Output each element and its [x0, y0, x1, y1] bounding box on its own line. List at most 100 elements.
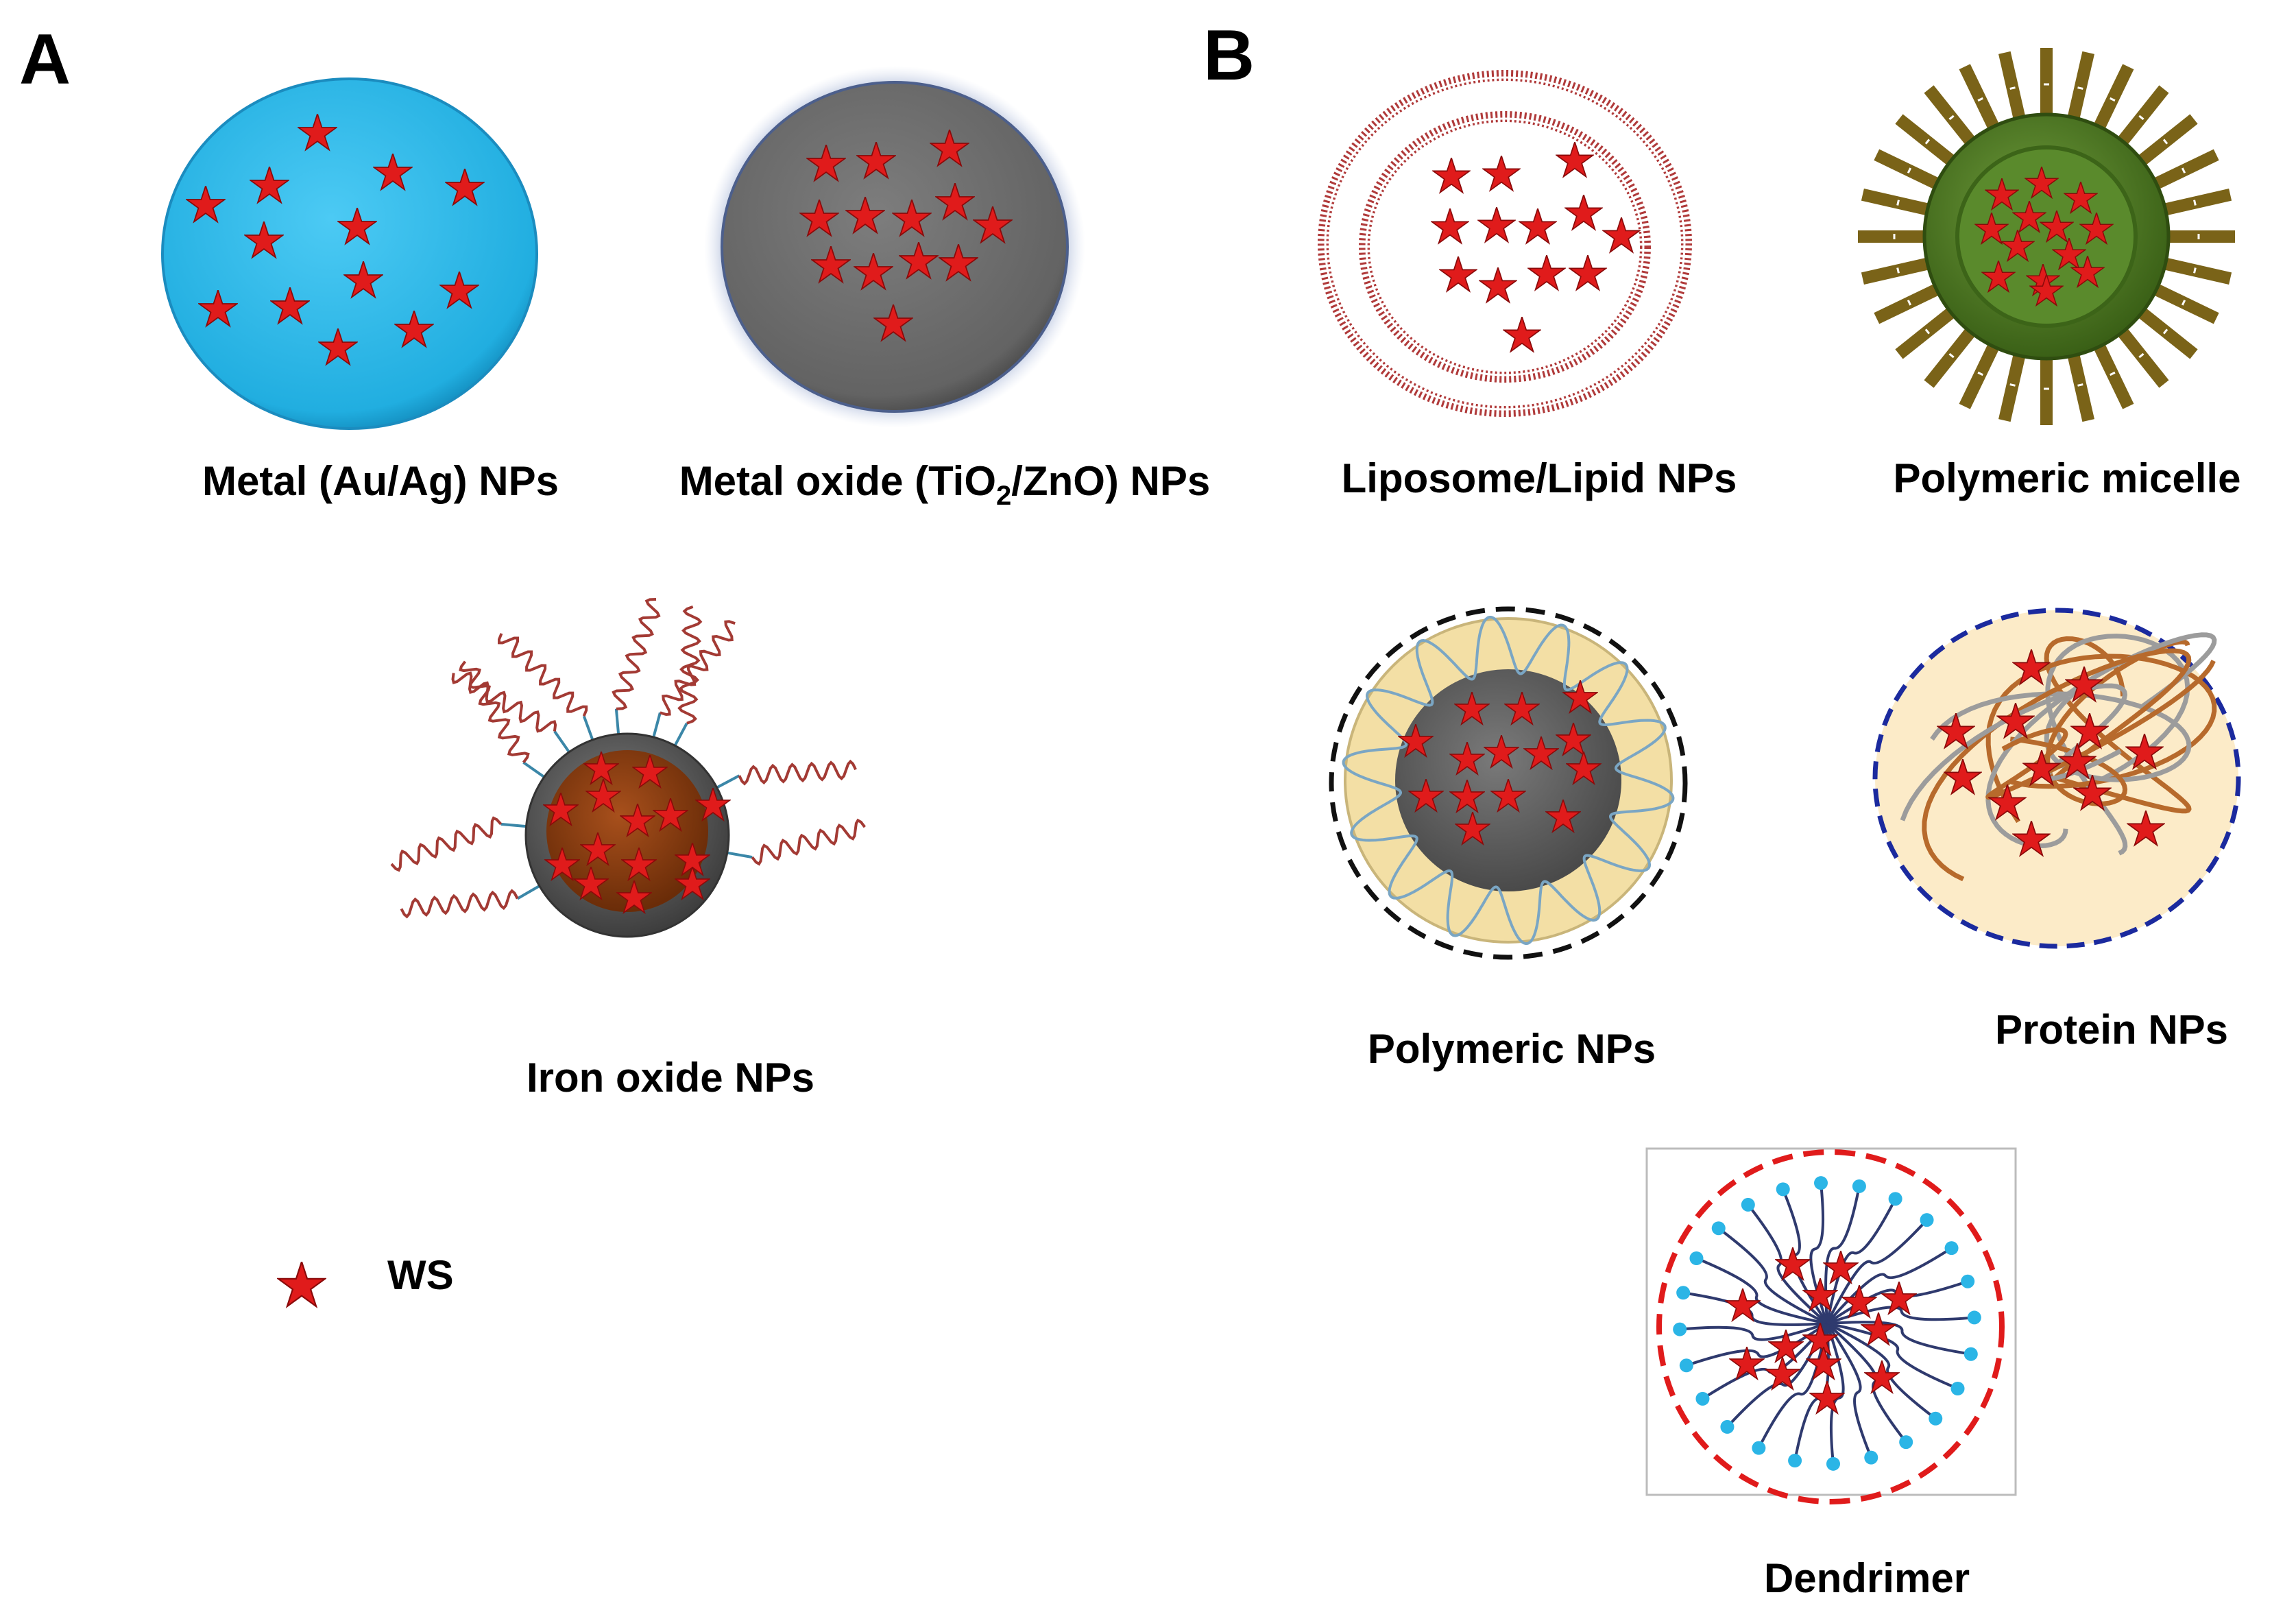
star-icon — [1479, 267, 1517, 303]
caption-dendrimer: Dendrimer — [1764, 1555, 1970, 1601]
micelle-spike — [1959, 335, 2003, 409]
micelle-spike — [2065, 51, 2094, 128]
star-icon — [1602, 217, 1641, 253]
ligand-chain — [660, 620, 736, 717]
micelle-spike — [1895, 114, 1962, 171]
dendrimer-branch — [1826, 1198, 1897, 1324]
ligand-chain — [459, 660, 530, 764]
micelle-spike — [1924, 321, 1981, 388]
micelle-spike — [2131, 114, 2198, 171]
dendrimer-terminal — [1826, 1456, 1840, 1471]
panel-label-a: A — [19, 20, 71, 99]
spike-joint — [1924, 139, 1931, 145]
dendrimer-branch — [1747, 1203, 1828, 1325]
metal-nanoparticle — [161, 77, 538, 430]
ligand-linker — [614, 708, 620, 734]
dendrimer-terminal — [1814, 1176, 1828, 1190]
iron-oxide-nanoparticle — [390, 598, 866, 938]
dendrimer-terminal — [1695, 1391, 1710, 1406]
dendrimer-terminal — [1961, 1274, 1975, 1288]
ligand-linker — [522, 761, 545, 778]
ligand-chain — [751, 818, 866, 866]
spike-joint — [1907, 167, 1912, 173]
dendrimer-terminal — [1673, 1322, 1687, 1336]
dendrimer-branch — [1726, 1323, 1828, 1428]
dendrimer-branch — [1826, 1321, 1972, 1356]
star-icon — [277, 1262, 326, 1308]
spike-joint — [1924, 328, 1931, 335]
micelle-spike — [2155, 255, 2232, 285]
dendrimer-branch — [1826, 1322, 1937, 1420]
caption-liposome: Liposome/Lipid NPs — [1342, 455, 1737, 501]
protein-chains — [1900, 632, 2217, 882]
ligand-chain — [738, 759, 857, 786]
spike-joint — [2110, 97, 2116, 102]
micelle-spike — [2155, 189, 2232, 218]
micelle-spike — [1861, 189, 1938, 218]
micelle-spike — [2112, 321, 2169, 388]
star-icon — [1569, 255, 1607, 291]
micelle-nanoparticle — [1858, 48, 2235, 425]
spike-joint — [1896, 267, 1900, 274]
iron-oxide-ligands — [390, 598, 866, 919]
dendrimer-branch — [1809, 1182, 1828, 1324]
ligand-linker — [652, 712, 662, 738]
dendrimer-branch — [1826, 1247, 1953, 1325]
dendrimer-terminal — [1920, 1213, 1934, 1227]
caption-metal: Metal (Au/Ag) NPs — [202, 458, 559, 504]
star-icon — [1519, 208, 1557, 244]
star-icon — [1431, 208, 1469, 244]
spike-joint — [1907, 300, 1912, 306]
dendrimer-branch — [1717, 1227, 1828, 1325]
spike-joint — [2138, 115, 2144, 121]
star-icon — [1564, 195, 1603, 230]
star-icon — [1432, 158, 1471, 193]
dendrimer-terminal — [1711, 1221, 1726, 1236]
micelle-spike — [1959, 64, 2003, 138]
spike-joint — [2193, 267, 2197, 274]
dendrimer-terminal — [1950, 1381, 1965, 1395]
protein-nanoparticle — [1872, 608, 2241, 949]
dendrimer-terminal — [1963, 1347, 1978, 1361]
liposome-nanoparticle — [1318, 70, 1692, 417]
caption-iron-oxide: Iron oxide NPs — [527, 1055, 814, 1101]
ligand-chain — [390, 816, 503, 872]
caption-polymeric: Polymeric NPs — [1368, 1026, 1656, 1072]
protein-chain — [1900, 683, 2127, 821]
micelle-spike — [2145, 280, 2219, 324]
dendrimer-terminal — [1929, 1411, 1943, 1426]
micelle-spikes — [1858, 48, 2235, 425]
micelle-spike — [2090, 335, 2134, 409]
spike-joint — [1896, 200, 1900, 206]
dendrimer-terminal — [1788, 1454, 1802, 1468]
dendrimer-terminal — [1967, 1310, 1981, 1325]
legend-label: WS — [387, 1252, 454, 1298]
spike-joint — [2077, 86, 2083, 90]
ligand-linker — [582, 715, 594, 741]
dendrimer-branch — [1826, 1322, 1959, 1390]
micelle-spike — [1924, 85, 1981, 152]
spike-joint — [1948, 115, 1955, 121]
dendrimer-terminal — [1888, 1192, 1902, 1206]
ligand-linker — [716, 774, 740, 789]
caption-protein: Protein NPs — [1995, 1007, 2228, 1053]
dendrimer-terminal — [1720, 1419, 1735, 1434]
liposome-stars — [1431, 142, 1641, 352]
star-icon — [1527, 255, 1566, 291]
protein-chain — [2045, 634, 2190, 856]
star-icon — [1556, 142, 1594, 178]
ligand-linker — [553, 730, 570, 753]
spike-joint — [2110, 371, 2116, 376]
ligand-linker — [727, 851, 753, 859]
dendrimer-branch — [1680, 1322, 1828, 1341]
dendrimer-branch — [1824, 1186, 1861, 1324]
micelle-spike — [1861, 255, 1938, 285]
spike-joint — [2009, 383, 2016, 387]
star-icon — [1477, 207, 1516, 243]
spike-joint — [1977, 371, 1983, 376]
dendrimer-terminal — [1944, 1241, 1959, 1256]
micelle-spike — [2090, 64, 2134, 138]
spike-joint — [2181, 167, 2186, 173]
dendrimer-terminal — [1899, 1435, 1913, 1450]
spike-joint — [2162, 139, 2168, 145]
